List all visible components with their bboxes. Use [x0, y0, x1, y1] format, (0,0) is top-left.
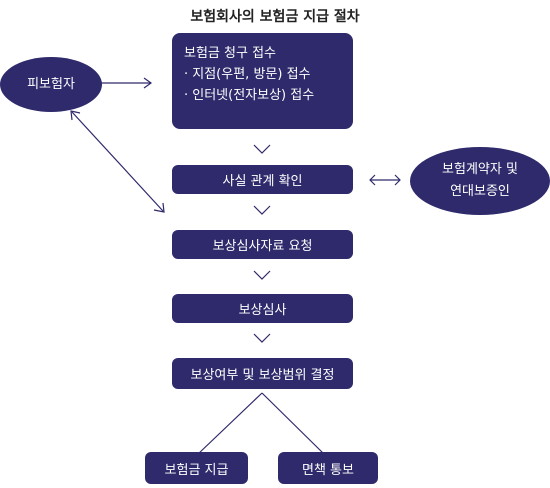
node-request-docs: 보상심사자료 요청 — [172, 230, 353, 259]
node-review: 보상심사 — [172, 294, 353, 323]
node-contractor-line2: 연대보증인 — [450, 184, 510, 199]
arrowhead-right — [394, 174, 401, 186]
chevron-down-icon-3 — [253, 270, 271, 280]
arrowhead-fact-check — [153, 202, 165, 213]
chevron-down-icon-1 — [253, 144, 271, 154]
node-decision: 보상여부 및 보상범위 결정 — [172, 358, 353, 389]
node-payment: 보험금 지급 — [145, 452, 248, 484]
node-payment-label: 보험금 지급 — [164, 462, 229, 478]
node-request-docs-label: 보상심사자료 요청 — [212, 239, 313, 254]
arrowhead-insured — [70, 110, 81, 121]
node-insured: 피보험자 — [0, 57, 102, 112]
node-claim: 보험금 청구 접수 · 지점(우편, 방문) 접수 · 인터넷(전자보상) 접수 — [172, 33, 353, 129]
node-contractor: 보험계약자 및 연대보증인 — [410, 147, 550, 215]
diagram-title: 보험회사의 보험금 지급 절차 — [190, 9, 360, 25]
arrowhead-claim — [143, 77, 153, 89]
node-contractor-line1: 보험계약자 및 — [442, 162, 518, 177]
branch-to-exemption — [261, 392, 326, 456]
node-exemption: 면책 통보 — [278, 452, 378, 484]
branch-to-payment — [196, 392, 263, 456]
node-review-label: 보상심사 — [238, 303, 287, 318]
node-fact-check-label: 사실 관계 확인 — [222, 174, 303, 189]
node-insured-label: 피보험자 — [27, 76, 75, 92]
node-fact-check: 사실 관계 확인 — [172, 165, 353, 194]
node-claim-heading: 보험금 청구 접수 — [184, 46, 276, 61]
node-decision-label: 보상여부 및 보상범위 결정 — [190, 368, 335, 383]
chevron-down-icon-4 — [253, 333, 271, 343]
node-claim-item-2: · 인터넷(전자보상) 접수 — [184, 88, 315, 103]
node-exemption-label: 면책 통보 — [302, 462, 354, 478]
node-claim-item-1: · 지점(우편, 방문) 접수 — [184, 67, 311, 82]
arrow-insured-fact-check — [71, 111, 164, 212]
chevron-down-icon-2 — [253, 205, 271, 215]
arrowhead-left — [369, 174, 376, 186]
